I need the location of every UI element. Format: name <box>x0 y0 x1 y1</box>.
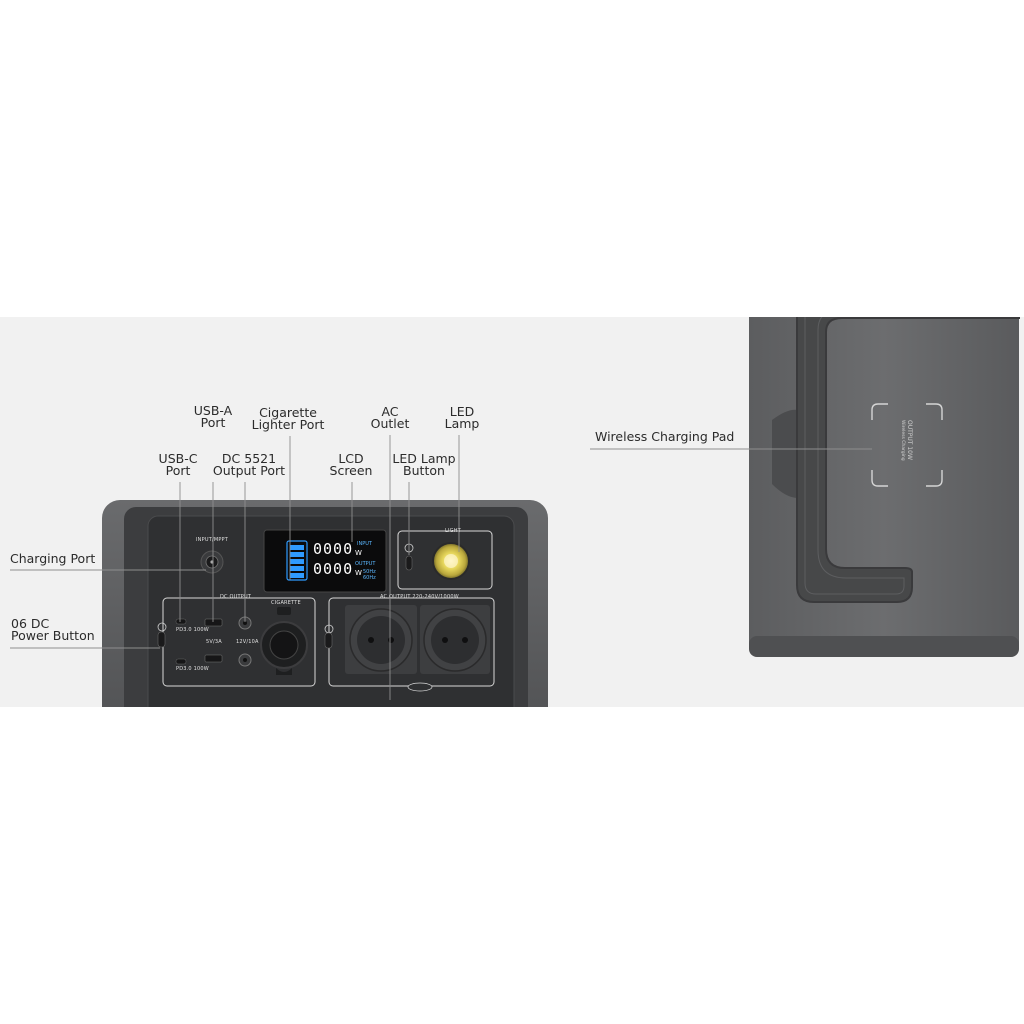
callout-ac-line1: AC <box>381 404 399 419</box>
callout-led-button-line1: LED Lamp <box>392 451 456 466</box>
callout-lcd: LCD Screen <box>329 451 373 478</box>
callout-usb-c-line2: Port <box>165 463 191 478</box>
light-label: LIGHT <box>445 528 461 534</box>
callout-lcd-line1: LCD <box>338 451 364 466</box>
lcd-unit-bottom: W <box>355 569 362 577</box>
lcd-output-watts: 0000 <box>313 560 354 578</box>
callout-led-line2: Lamp <box>444 416 480 431</box>
callout-usb-a-line2: Port <box>200 415 226 430</box>
callout-led-button-line2: Button <box>403 463 445 478</box>
ac-outlet-section <box>324 597 495 692</box>
callout-dc5521: DC 5521 Output Port <box>212 451 286 478</box>
callout-ac-line2: Outlet <box>370 416 410 431</box>
callout-led-button: LED Lamp Button <box>392 451 456 478</box>
callout-cigarette: Cigarette Lighter Port <box>251 405 325 432</box>
callout-usb-c-line1: USB-C <box>158 451 198 466</box>
callout-usb-a-line1: USB-A <box>193 403 233 418</box>
dc-output-label: DC OUTPUT <box>220 594 252 600</box>
usbc2-spec: PD3.0 100W <box>176 666 209 672</box>
usbc1-spec: PD3.0 100W <box>176 627 209 633</box>
lcd-input-watts: 0000 <box>313 540 354 558</box>
usba-spec: 5V/3A <box>206 639 222 645</box>
lcd-output-tag: OUTPUT <box>355 561 376 567</box>
callout-dc5521-line2: Output Port <box>212 463 286 478</box>
callout-power-line1: 06 DC <box>11 616 50 631</box>
callout-power-button: 06 DC Power Button <box>11 616 95 643</box>
lcd-unit-top: W <box>355 549 362 557</box>
power-station-front <box>102 500 548 707</box>
callout-cigarette-line2: Lighter Port <box>251 417 325 432</box>
callout-lines <box>10 435 872 700</box>
callout-cigarette-line1: Cigarette <box>259 405 317 420</box>
wireless-charging-text: Wireless Charging <box>900 420 905 461</box>
wireless-output-text: OUTPUT 10W <box>906 420 913 460</box>
ac-output-label: AC OUTPUT 220-240V/1000W <box>380 594 459 600</box>
callout-usb-c: USB-C Port <box>158 451 198 478</box>
lcd-input-tag: INPUT <box>357 541 372 547</box>
cigarette-label: CIGARETTE <box>271 600 301 606</box>
callout-ac-outlet: AC Outlet <box>370 404 410 431</box>
callout-led-line1: LED <box>449 404 475 419</box>
dc-output-section <box>157 597 316 687</box>
callout-led-lamp: LED Lamp <box>444 404 480 431</box>
power-station-side <box>749 317 1020 657</box>
callout-usb-a: USB-A Port <box>193 403 233 430</box>
dc-spec: 12V/10A <box>236 639 259 645</box>
callout-lcd-line2: Screen <box>329 463 373 478</box>
callout-charging-port: Charging Port <box>10 551 96 566</box>
callout-dc5521-line1: DC 5521 <box>221 451 277 466</box>
lcd-screen <box>263 529 387 593</box>
wireless-charging-pad <box>871 403 943 487</box>
callout-power-line2: Power Button <box>11 628 95 643</box>
led-lamp-section <box>397 530 493 590</box>
callout-wireless-pad: Wireless Charging Pad <box>595 429 735 444</box>
input-port-label: INPUT/MPPT <box>196 537 229 543</box>
lcd-frequency: 50Hz 60Hz <box>363 569 376 581</box>
charging-port <box>200 550 224 574</box>
